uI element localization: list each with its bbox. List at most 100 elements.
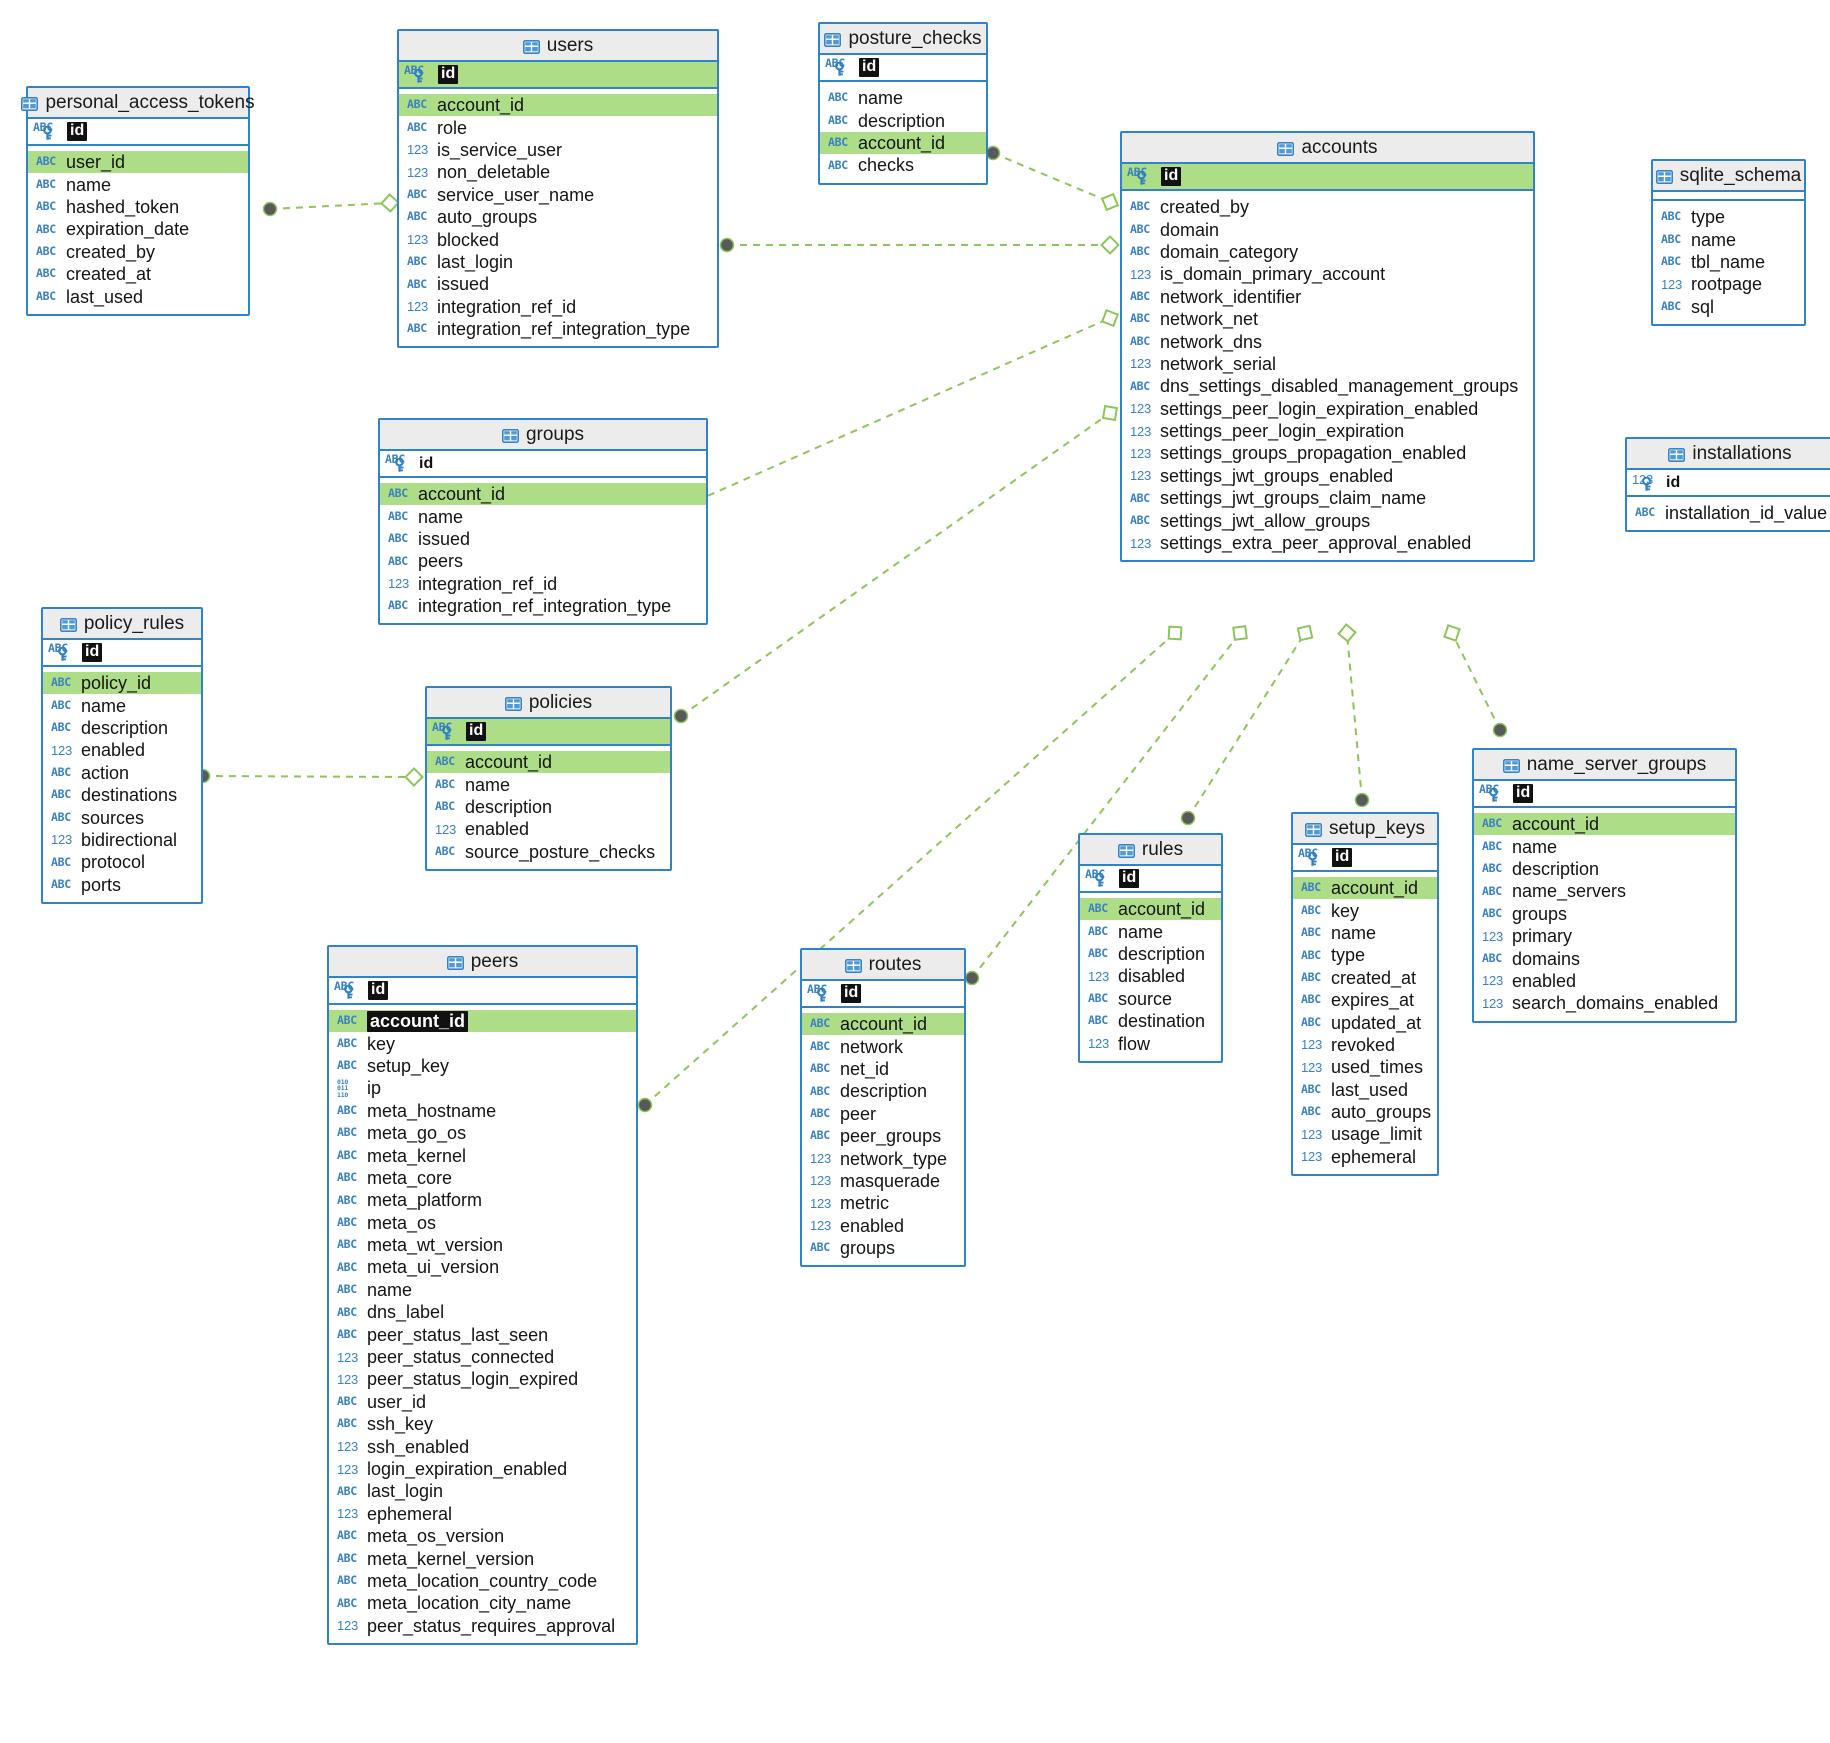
table-header-name_server_groups[interactable]: name_server_groups — [1474, 750, 1735, 781]
table-header-peers[interactable]: peers — [329, 947, 636, 978]
table-header-personal_access_tokens[interactable]: personal_access_tokens — [21, 88, 255, 119]
table-header-groups[interactable]: groups — [380, 420, 706, 451]
table-header-sqlite_schema[interactable]: sqlite_schema — [1653, 161, 1804, 192]
table-header-users[interactable]: users — [399, 31, 717, 62]
table-header-accounts[interactable]: accounts — [1122, 133, 1533, 164]
table-header-setup_keys[interactable]: setup_keys — [1293, 814, 1437, 845]
table-header-routes[interactable]: routes — [802, 950, 964, 981]
